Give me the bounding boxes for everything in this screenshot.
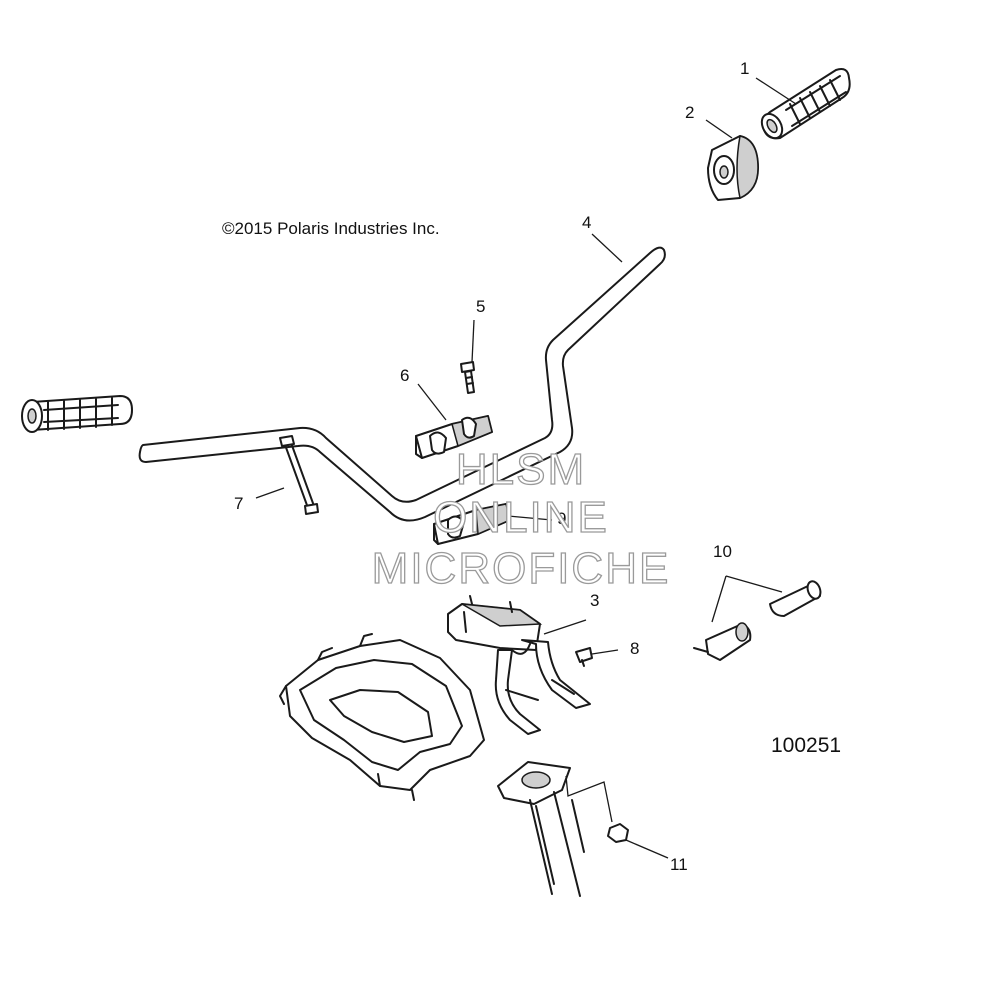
callout-3: 3 bbox=[590, 591, 599, 610]
diagram-reference-number: 100251 bbox=[771, 734, 841, 757]
callout-5: 5 bbox=[476, 297, 485, 316]
watermark-line-3: MICROFICHE bbox=[372, 544, 671, 593]
watermark: HLSM ONLINE MICROFICHE bbox=[371, 444, 671, 593]
part-handlebar-bracket[interactable] bbox=[447, 595, 591, 735]
callout-7: 7 bbox=[234, 494, 243, 513]
callout-4: 4 bbox=[582, 213, 591, 232]
part-grip-end-cap[interactable] bbox=[707, 135, 759, 201]
callout-1: 1 bbox=[740, 59, 749, 78]
part-instrument-pod[interactable] bbox=[279, 633, 485, 801]
callout-labels: 1 2 4 5 6 7 9 3 8 10 11 bbox=[234, 59, 749, 874]
part-nut[interactable] bbox=[607, 823, 629, 843]
callout-6: 6 bbox=[400, 366, 409, 385]
callout-8: 8 bbox=[630, 639, 639, 658]
callout-2: 2 bbox=[685, 103, 694, 122]
watermark-line-1: HLSM bbox=[456, 445, 586, 494]
callout-10: 10 bbox=[713, 542, 732, 561]
part-long-bolt[interactable] bbox=[279, 435, 319, 515]
part-right-grip[interactable] bbox=[758, 68, 851, 142]
part-lower-clamp[interactable] bbox=[433, 503, 511, 545]
leader-lines bbox=[255, 77, 797, 859]
watermark-line-2: ONLINE bbox=[433, 493, 609, 542]
callout-11: 11 bbox=[670, 855, 688, 874]
callout-9: 9 bbox=[557, 509, 566, 528]
part-upper-clamp[interactable] bbox=[415, 415, 493, 459]
part-steering-column[interactable] bbox=[497, 761, 585, 897]
part-clamp-bolt[interactable] bbox=[460, 361, 475, 394]
part-handlebar[interactable] bbox=[138, 246, 666, 522]
part-throttle-assembly[interactable] bbox=[693, 579, 823, 661]
copyright-notice: ©2015 Polaris Industries Inc. bbox=[222, 219, 440, 238]
part-left-grip[interactable] bbox=[21, 395, 133, 433]
part-bracket-bolt[interactable] bbox=[575, 647, 593, 667]
